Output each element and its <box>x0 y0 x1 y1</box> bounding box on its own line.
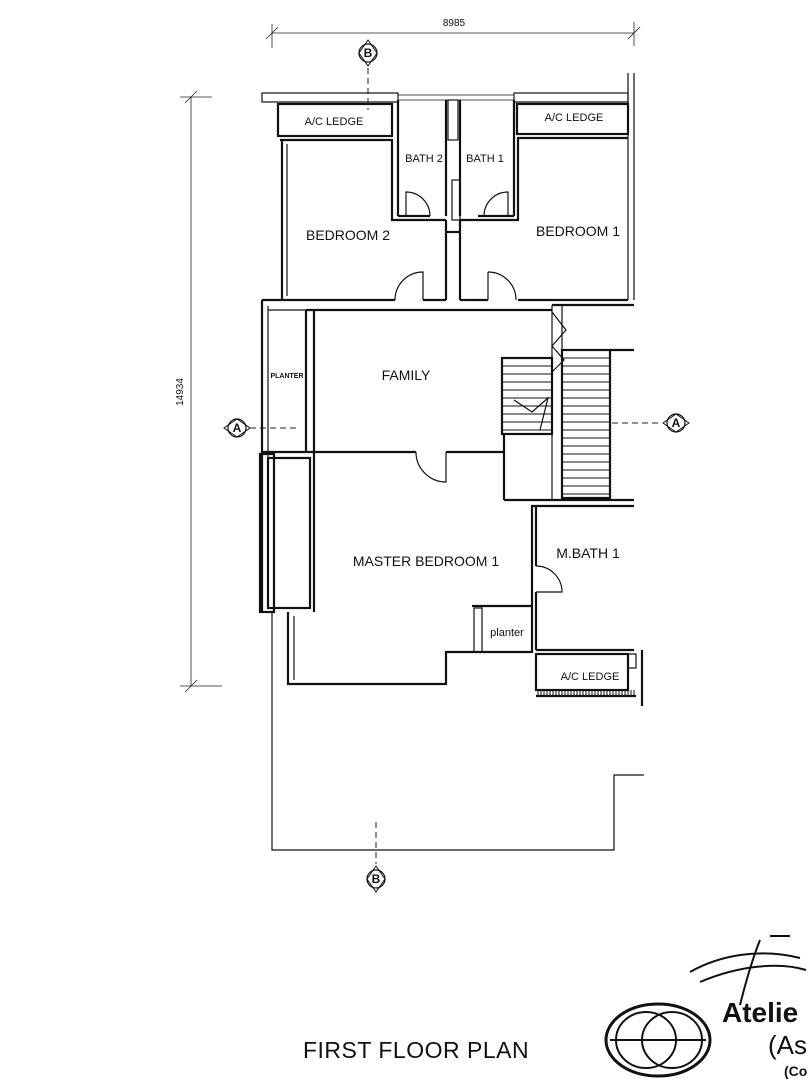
architect-signature <box>689 935 807 1006</box>
master-bedroom-label: MASTER BEDROOM 1 <box>353 553 499 569</box>
ledge-grille <box>537 690 635 696</box>
section-label-a-left: A <box>233 421 242 435</box>
ac-ledge-right-label: A/C LEDGE <box>545 112 604 124</box>
section-marker-a-left: A <box>223 418 300 438</box>
bedroom-doors <box>394 271 517 302</box>
depth-dimension: 14934 <box>175 90 222 693</box>
ac-ledge-bottom-label: A/C LEDGE <box>561 671 620 683</box>
planter-small-label: planter <box>490 627 524 639</box>
section-marker-b-top: B <box>358 39 378 110</box>
planter-vertical-label: PLANTER <box>270 373 303 380</box>
section-marker-a-right: A <box>612 413 690 433</box>
depth-dimension-label: 14934 <box>175 378 186 406</box>
bedroom-1-label: BEDROOM 1 <box>536 223 620 239</box>
section-marker-b-bottom: B <box>366 822 386 893</box>
width-dimension-label: 8985 <box>443 18 466 29</box>
bath-2-label: BATH 2 <box>405 153 443 165</box>
baths-walls <box>396 99 516 300</box>
section-label-a-right: A <box>672 416 681 430</box>
stair-treads-left <box>502 365 552 431</box>
top-ledge-strip <box>261 92 630 138</box>
firm-name-line-3: (Co <box>784 1063 807 1079</box>
master-bedroom-door <box>415 451 447 483</box>
master-bath-walls <box>534 506 634 652</box>
ac-ledge-left-label: A/C LEDGE <box>305 116 364 128</box>
master-bedroom-walls <box>258 452 634 686</box>
firm-name-line-1: Atelie <box>722 997 798 1028</box>
family-label: FAMILY <box>382 367 431 383</box>
bath-1-label: BATH 1 <box>466 153 504 165</box>
width-dimension: 8985 <box>265 18 641 48</box>
bedroom-2-walls <box>280 138 446 302</box>
section-label-b-bottom: B <box>372 872 381 886</box>
firm-name-line-2: (As <box>768 1030 807 1060</box>
master-bath-label: M.BATH 1 <box>556 545 620 561</box>
bedroom-1-walls <box>460 136 628 302</box>
architect-logo <box>604 1002 712 1078</box>
stair-treads-right <box>562 357 610 495</box>
section-label-b-top: B <box>364 46 373 60</box>
bedroom-2-label: BEDROOM 2 <box>306 227 390 243</box>
staircase <box>500 303 634 502</box>
drawing-title: FIRST FLOOR PLAN <box>303 1037 529 1063</box>
